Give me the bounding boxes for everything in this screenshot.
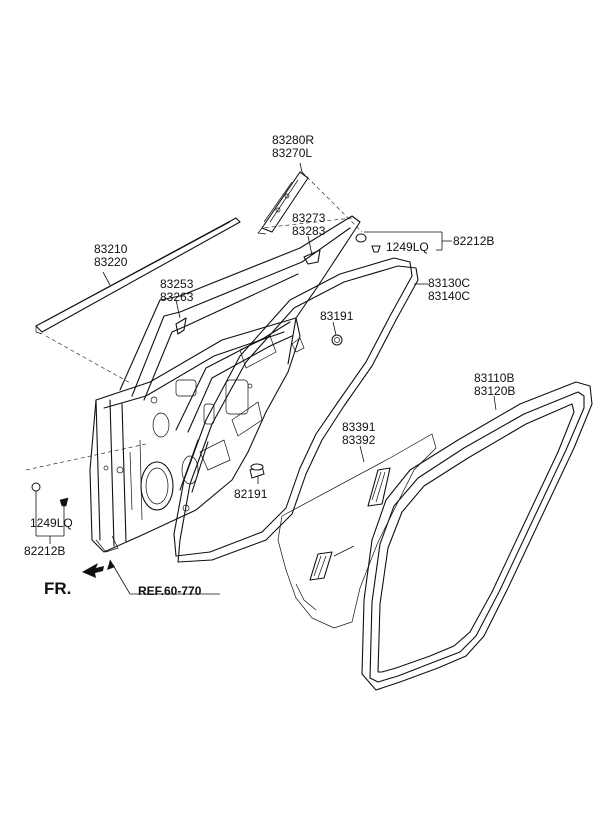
label-clip-top: 82212B: [453, 234, 494, 248]
plug-bottom-icon: [249, 463, 265, 479]
label-guard-a: 83280R: [272, 133, 314, 147]
label-screw-bottom: 1249LQ: [30, 516, 73, 530]
label-belt-b: 83220: [94, 255, 128, 269]
plug-top-icon: [331, 334, 343, 346]
label-plug-a: 83191: [320, 309, 354, 323]
label-reference: REF.60-770: [138, 584, 202, 598]
door-panel: [89, 215, 361, 553]
label-seal-a: 83110B: [474, 371, 514, 385]
label-guard-b: 83270L: [272, 146, 312, 160]
label-plug-b: 82191: [234, 487, 268, 501]
clip-top-icon: [355, 233, 367, 243]
door-frame-guard: [257, 171, 309, 235]
delta-molding: [303, 249, 321, 265]
clip-bottom-icon: [31, 482, 41, 492]
door-weatherstrip: [173, 257, 419, 563]
label-weatherstrip-a: 83130C: [428, 276, 470, 290]
screw-top-icon: [371, 245, 381, 253]
label-delta-a: 83273: [292, 211, 326, 225]
leader-lines: [25, 162, 497, 595]
label-tape-a: 83253: [160, 277, 194, 291]
front-arrow-icon: [82, 563, 104, 578]
protective-film: [277, 433, 437, 629]
label-seal-b: 83120B: [474, 384, 515, 398]
label-film-a: 83391: [342, 420, 376, 434]
label-clip-bottom: 82212B: [24, 544, 65, 558]
label-film-b: 83392: [342, 433, 376, 447]
part-labels: 83280R 83270L 83273 83283 82212B 1249LQ …: [24, 133, 515, 598]
label-delta-b: 83283: [292, 224, 326, 238]
screw-bottom-icon: [59, 497, 69, 507]
label-front: FR.: [44, 579, 71, 598]
body-weatherstrip: [361, 381, 593, 691]
film-tab-upper: [367, 467, 391, 507]
label-belt-a: 83210: [94, 242, 128, 256]
label-weatherstrip-b: 83140C: [428, 289, 470, 303]
label-screw-top: 1249LQ: [386, 240, 429, 254]
belt-molding: [35, 217, 241, 335]
film-tab-lower: [309, 545, 355, 581]
